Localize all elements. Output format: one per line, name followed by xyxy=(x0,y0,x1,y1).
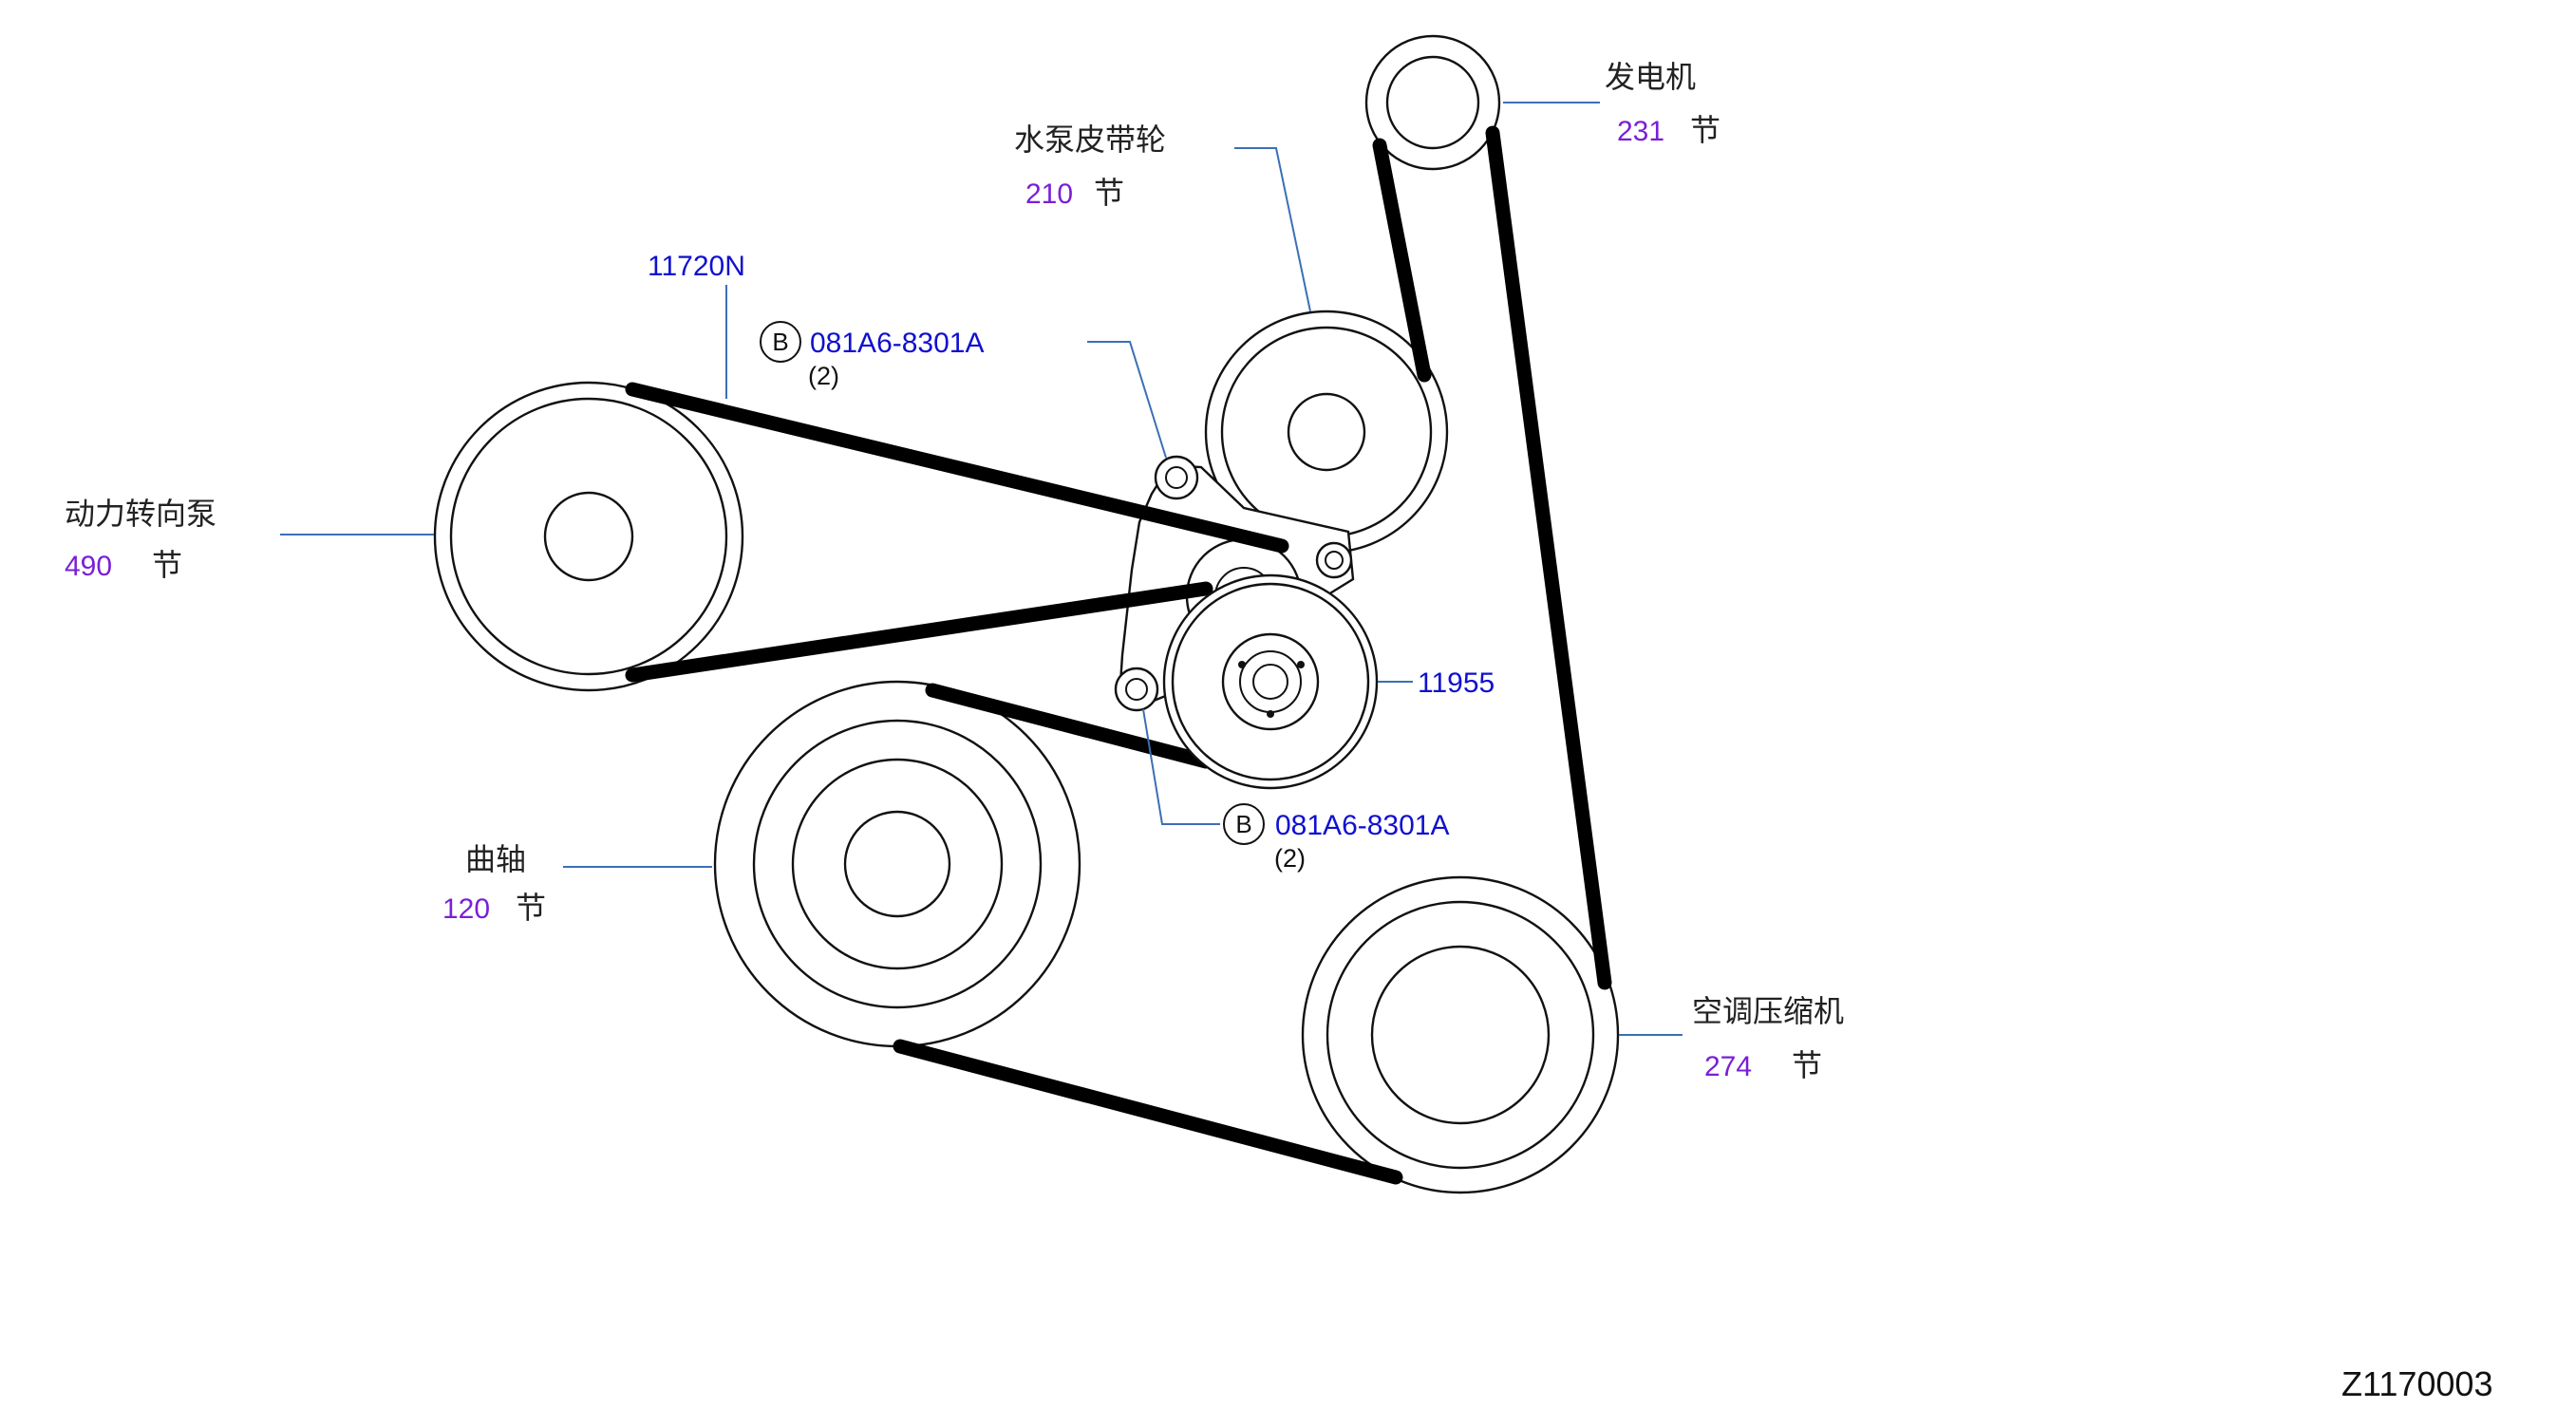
bolt-upper-qty: (2) xyxy=(808,362,839,390)
power-steering-pulley xyxy=(433,381,744,692)
belt-part-number: 11720N xyxy=(648,251,745,282)
bolt-lower-marker-circle xyxy=(1223,803,1265,845)
ac-compressor-number: 274 xyxy=(1704,1051,1752,1082)
alternator-label: 发电机 xyxy=(1605,59,1696,95)
bolt-upper-marker-circle xyxy=(760,321,801,363)
ac-compressor-pulley xyxy=(1301,875,1620,1194)
alternator-number: 231 xyxy=(1617,116,1664,147)
bolt-upper-callout: B 081A6-8301A (2) xyxy=(760,321,985,390)
idler-pulley xyxy=(1114,573,1379,790)
power-steering-number: 490 xyxy=(65,551,112,582)
water-pump-leader xyxy=(1234,147,1311,312)
diagram-code: Z1170003 xyxy=(2341,1364,2492,1403)
crankshaft-label: 曲轴 xyxy=(465,841,526,877)
bolt-lower-code: 081A6-8301A xyxy=(1275,810,1450,841)
drive-belt xyxy=(625,125,1612,1185)
power-steering-unit: 节 xyxy=(152,547,182,583)
bolt-lower-qty: (2) xyxy=(1274,844,1306,873)
crankshaft-number: 120 xyxy=(442,893,490,925)
bolt-lower-callout: B 081A6-8301A (2) xyxy=(1223,803,1450,873)
water-pump-number: 210 xyxy=(1025,178,1073,210)
water-pump-unit: 节 xyxy=(1094,175,1124,211)
bolt-lower-leader xyxy=(1142,708,1220,825)
crankshaft-pulley xyxy=(713,680,1081,1048)
alternator-pulley xyxy=(1364,34,1501,171)
bolt-upper-marker: B xyxy=(772,328,788,356)
bolt-lower-marker: B xyxy=(1235,810,1251,838)
bolt-upper-leader xyxy=(1087,341,1167,459)
ac-compressor-unit: 节 xyxy=(1792,1047,1822,1083)
ac-compressor-label: 空调压缩机 xyxy=(1692,993,1844,1029)
water-pump-label: 水泵皮带轮 xyxy=(1014,122,1166,158)
water-pump-pulley xyxy=(1204,310,1449,554)
bolt-upper-code: 081A6-8301A xyxy=(810,328,985,359)
alternator-unit: 节 xyxy=(1690,112,1720,148)
power-steering-label: 动力转向泵 xyxy=(65,496,216,532)
idler-part-number: 11955 xyxy=(1418,667,1495,699)
crankshaft-unit: 节 xyxy=(516,890,546,926)
